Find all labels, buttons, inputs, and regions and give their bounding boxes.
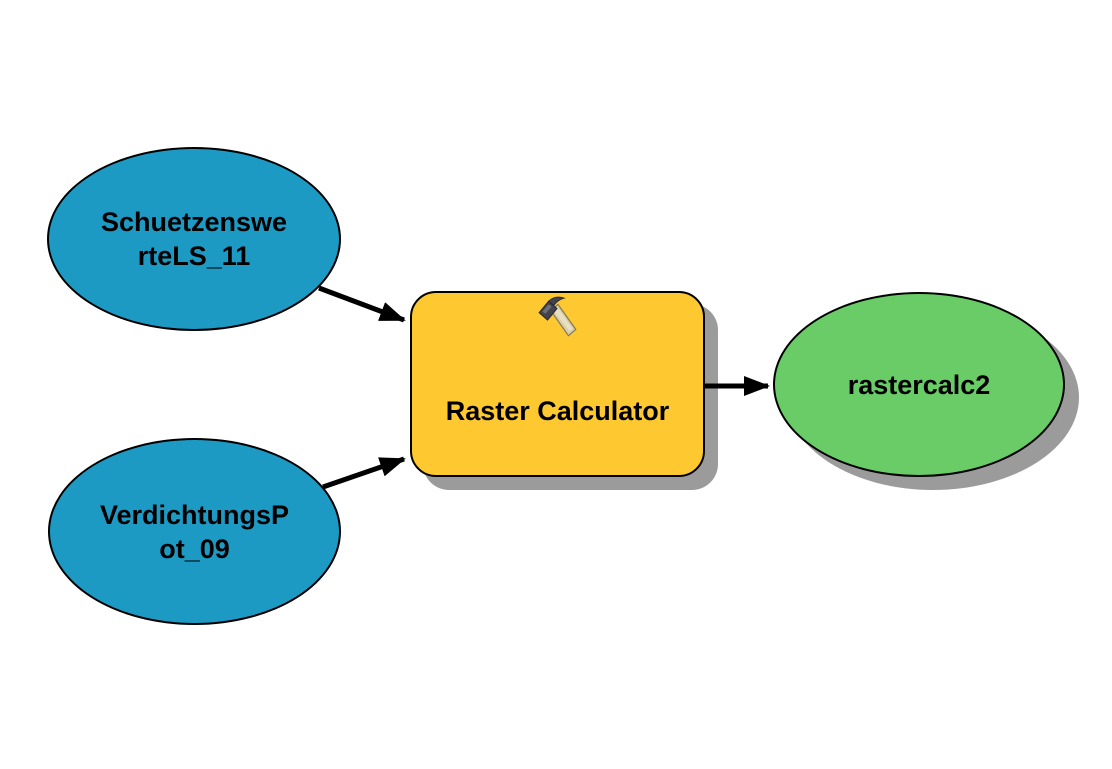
node-input-verdichtungspot-09[interactable]: VerdichtungsP ot_09 xyxy=(48,438,341,625)
node-label: rastercalc2 xyxy=(847,369,991,400)
node-label: VerdichtungsP ot_09 xyxy=(100,498,289,566)
node-label-line: Schuetzenswe xyxy=(100,207,288,237)
node-input-schuetzenswertels-11[interactable]: Schuetzenswe rteLS_11 xyxy=(47,147,341,331)
node-tool-raster-calculator[interactable]: Raster Calculator xyxy=(410,291,705,477)
node-output-rastercalc2[interactable]: rastercalc2 xyxy=(773,292,1065,477)
connector-input2-to-tool[interactable] xyxy=(322,456,406,490)
node-label: Raster Calculator xyxy=(445,396,670,426)
hammer-icon xyxy=(537,296,577,337)
node-label-line: VerdichtungsP xyxy=(99,499,290,530)
connector-input1-to-tool[interactable] xyxy=(318,285,406,323)
node-label-line: rteLS_11 xyxy=(137,241,251,271)
node-label-line: ot_09 xyxy=(159,533,230,564)
node-label: Schuetzenswe rteLS_11 xyxy=(101,205,287,273)
